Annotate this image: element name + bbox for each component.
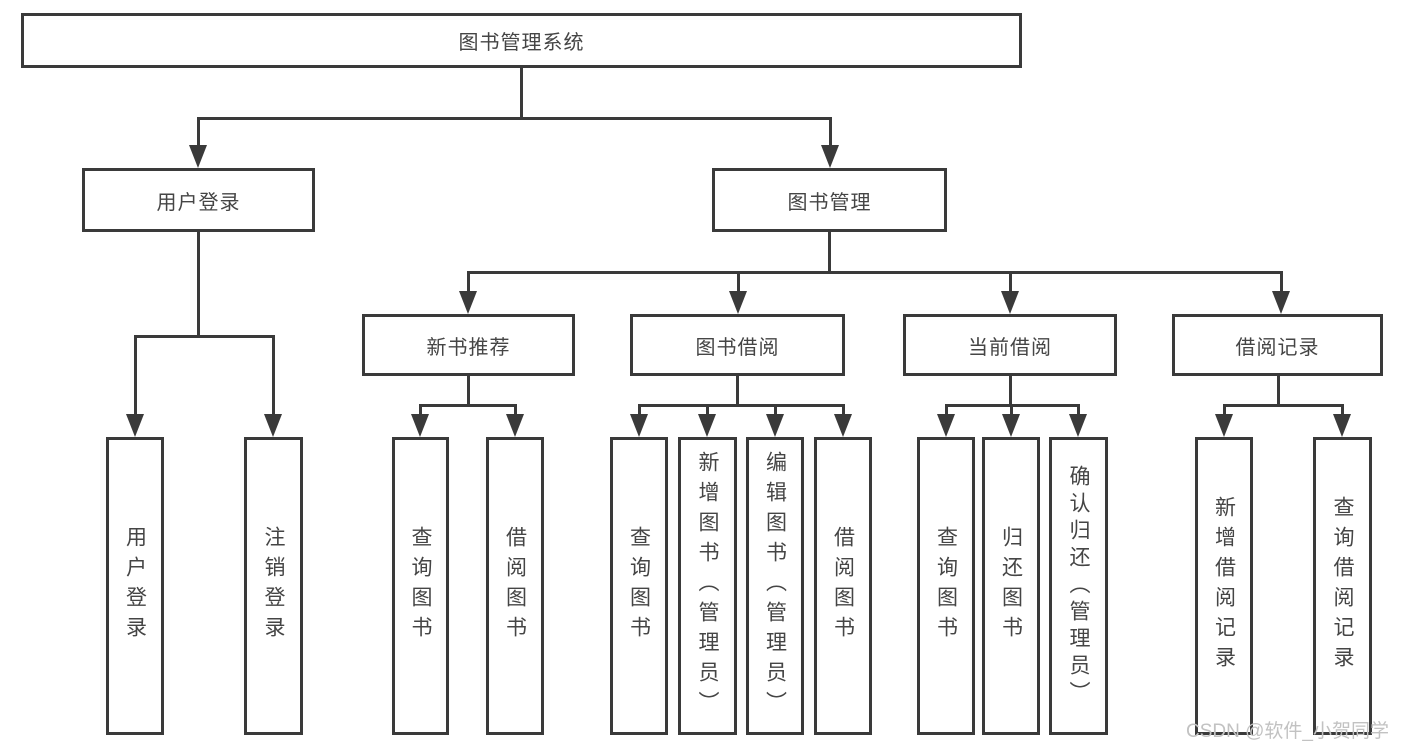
connector-root-trunk (520, 68, 523, 119)
node-user-login-label: 用户登录 (156, 191, 241, 214)
node-borrow-records-label: 借阅记录 (1235, 336, 1320, 359)
arrow-nb-query (411, 414, 429, 437)
connector-drop-current-borrow (1009, 271, 1012, 293)
node-root-label: 图书管理系统 (458, 32, 585, 54)
node-borrow-records: 借阅记录 (1172, 314, 1383, 376)
connector-drop-cb-confirm (1077, 404, 1080, 416)
arrow-user-login (189, 145, 207, 168)
leaf-cb-query-books: 查询图书 (917, 437, 975, 735)
leaf-bb-edit-books-admin: 编辑图书（管理员） (746, 437, 804, 735)
connector-drop-br-query (1341, 404, 1344, 416)
node-book-mgmt-label: 图书管理 (787, 191, 872, 214)
connector-br-hline (1223, 404, 1344, 407)
leaf-nb-borrow-books-label: 借阅图书 (503, 526, 527, 646)
arrow-borrow-records (1272, 291, 1290, 314)
csdn-watermark: CSDN @软件_小贺同学 (1186, 721, 1389, 742)
arrow-br-query (1333, 414, 1351, 437)
connector-drop-nb-query (419, 404, 422, 416)
arrow-book-borrow (729, 291, 747, 314)
connector-drop-bb-query (638, 404, 641, 416)
arrow-br-add (1215, 414, 1233, 437)
leaf-bb-add-books-admin: 新增图书（管理员） (678, 437, 737, 735)
leaf-user-login: 用户登录 (106, 437, 164, 735)
node-new-book-rec: 新书推荐 (362, 314, 575, 376)
node-book-borrow-label: 图书借阅 (695, 336, 780, 359)
node-current-borrow-label: 当前借阅 (968, 336, 1052, 359)
connector-drop-bb-borrow (842, 404, 845, 416)
arrow-bb-add (698, 414, 716, 437)
connector-br-trunk (1277, 376, 1280, 407)
connector-drop-borrow-records (1280, 271, 1283, 293)
leaf-bb-borrow-books: 借阅图书 (814, 437, 872, 735)
connector-drop-cb-return (1010, 404, 1013, 416)
leaf-br-query-record-label: 查询借阅记录 (1331, 496, 1354, 676)
arrow-leaf-logout (264, 414, 282, 437)
arrow-bb-query (630, 414, 648, 437)
leaf-bb-query-books: 查询图书 (610, 437, 668, 735)
connector-user-login-trunk (197, 232, 200, 338)
connector-drop-leaf-user-login (134, 335, 137, 415)
connector-drop-user-login (197, 117, 200, 146)
arrow-leaf-user-login (126, 414, 144, 437)
node-new-book-rec-label: 新书推荐 (426, 336, 511, 359)
leaf-cb-confirm-return-admin: 确认归还（管理员） (1049, 437, 1108, 735)
arrow-cb-confirm (1069, 414, 1087, 437)
connector-level2-hline (467, 271, 1283, 274)
connector-book-mgmt-trunk (828, 232, 831, 274)
connector-nb-hline (419, 404, 517, 407)
leaf-logout: 注销登录 (244, 437, 303, 735)
arrow-bb-edit (766, 414, 784, 437)
connector-drop-bb-edit (774, 404, 777, 416)
connector-drop-cb-query (945, 404, 948, 416)
arrow-bb-borrow (834, 414, 852, 437)
node-current-borrow: 当前借阅 (903, 314, 1117, 376)
connector-drop-book-mgmt (829, 117, 832, 146)
leaf-bb-edit-books-admin-label: 编辑图书（管理员） (763, 451, 787, 721)
connector-level1-hline (197, 117, 831, 120)
arrow-current-borrow (1001, 291, 1019, 314)
arrow-cb-return (1002, 414, 1020, 437)
connector-cb-trunk (1009, 376, 1012, 407)
arrow-cb-query (937, 414, 955, 437)
leaf-cb-confirm-return-admin-label: 确认归还（管理员） (1067, 464, 1090, 708)
arrow-book-mgmt (821, 145, 839, 168)
connector-bb-hline (638, 404, 845, 407)
connector-drop-nb-borrow (514, 404, 517, 416)
connector-nb-trunk (467, 376, 470, 407)
leaf-nb-borrow-books: 借阅图书 (486, 437, 544, 735)
node-book-borrow: 图书借阅 (630, 314, 845, 376)
leaf-cb-query-books-label: 查询图书 (934, 526, 958, 646)
arrow-new-book-rec (459, 291, 477, 314)
connector-drop-book-borrow (737, 271, 740, 293)
node-root: 图书管理系统 (21, 13, 1022, 68)
connector-bb-trunk (736, 376, 739, 407)
leaf-bb-query-books-label: 查询图书 (627, 526, 651, 646)
connector-drop-leaf-logout (272, 335, 275, 415)
leaf-logout-label: 注销登录 (262, 526, 285, 646)
leaf-br-add-record-label: 新增借阅记录 (1212, 496, 1236, 676)
node-book-mgmt: 图书管理 (712, 168, 947, 232)
connector-drop-bb-add (706, 404, 709, 416)
leaf-bb-borrow-books-label: 借阅图书 (831, 526, 855, 646)
leaf-br-query-record: 查询借阅记录 (1313, 437, 1372, 735)
leaf-nb-query-books-label: 查询图书 (409, 526, 432, 646)
leaf-cb-return-books-label: 归还图书 (999, 526, 1023, 646)
arrow-nb-borrow (506, 414, 524, 437)
leaf-cb-return-books: 归还图书 (982, 437, 1040, 735)
connector-drop-br-add (1223, 404, 1226, 416)
leaf-br-add-record: 新增借阅记录 (1195, 437, 1253, 735)
connector-user-login-hline (134, 335, 275, 338)
node-user-login: 用户登录 (82, 168, 315, 232)
leaf-nb-query-books: 查询图书 (392, 437, 449, 735)
connector-drop-new-book-rec (467, 271, 470, 293)
leaf-bb-add-books-admin-label: 新增图书（管理员） (696, 451, 719, 721)
leaf-user-login-label: 用户登录 (123, 526, 147, 646)
